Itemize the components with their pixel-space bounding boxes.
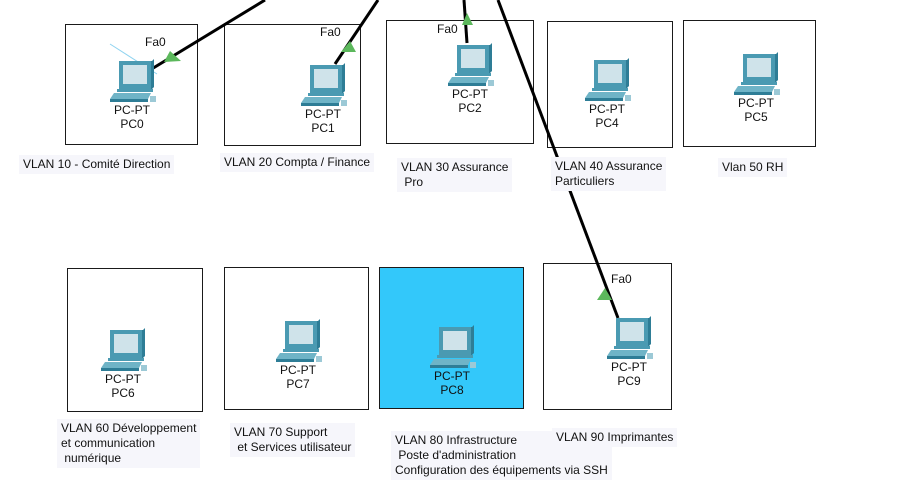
device-model: PC-PT: [611, 360, 647, 374]
port-label-pc2: Fa0: [437, 22, 458, 36]
device-name: PC7: [286, 377, 310, 391]
vlan-label-20[interactable]: VLAN 20 Compta / Finance: [220, 153, 375, 172]
device-pc1[interactable]: PC-PT PC1: [283, 61, 363, 135]
device-pc5[interactable]: PC-PT PC5: [716, 50, 796, 124]
pc-icon: [101, 328, 147, 371]
pc-icon: [430, 325, 476, 368]
link-up-icon-pc1: [341, 41, 356, 52]
device-model: PC-PT: [305, 107, 341, 121]
vlan-label-90[interactable]: VLAN 90 Imprimantes: [552, 428, 678, 447]
device-name: PC1: [311, 121, 335, 135]
vlan-label-50[interactable]: Vlan 50 RH: [718, 158, 788, 177]
pc-icon: [276, 319, 322, 362]
device-name: PC0: [120, 117, 144, 131]
vlan-label-40[interactable]: VLAN 40 Assurance Particuliers: [551, 157, 667, 191]
device-name: PC9: [617, 374, 641, 388]
device-name: PC2: [458, 101, 482, 115]
device-name: PC4: [595, 116, 619, 130]
pc-icon: [585, 58, 631, 101]
link-up-icon-pc9: [597, 288, 612, 300]
device-pc4[interactable]: PC-PT PC4: [567, 56, 647, 130]
vlan-label-30[interactable]: VLAN 30 Assurance Pro: [397, 158, 513, 192]
device-model: PC-PT: [589, 102, 625, 116]
area-vlan80-selected[interactable]: [379, 267, 524, 409]
link-up-icon-pc2: [462, 13, 473, 25]
device-model: PC-PT: [114, 103, 150, 117]
device-pc7[interactable]: PC-PT PC7: [258, 317, 338, 391]
device-pc2[interactable]: PC-PT PC2: [430, 41, 510, 115]
link-up-icon-pc0: [164, 51, 181, 62]
device-pc0[interactable]: PC-PT PC0: [92, 57, 172, 131]
device-pc8[interactable]: PC-PT PC8: [412, 323, 492, 397]
device-name: PC8: [440, 383, 464, 397]
port-label-pc0: Fa0: [145, 35, 166, 49]
device-pc6[interactable]: PC-PT PC6: [83, 326, 163, 400]
pc-icon: [607, 316, 653, 359]
device-name: PC5: [744, 110, 768, 124]
vlan-label-60[interactable]: VLAN 60 Développement et communication n…: [57, 419, 201, 468]
device-model: PC-PT: [280, 363, 316, 377]
vlan-label-10[interactable]: VLAN 10 - Comité Direction: [19, 155, 175, 174]
pc-icon: [448, 43, 494, 86]
port-label-pc1: Fa0: [320, 25, 341, 39]
device-name: PC6: [111, 386, 135, 400]
device-model: PC-PT: [738, 96, 774, 110]
device-model: PC-PT: [434, 369, 470, 383]
cable-pc1[interactable]: [333, 0, 380, 65]
vlan-label-70[interactable]: VLAN 70 Support et Services utilisateur: [230, 423, 356, 457]
pc-icon: [734, 52, 780, 95]
device-pc9[interactable]: PC-PT PC9: [589, 314, 669, 388]
device-model: PC-PT: [452, 87, 488, 101]
pc-icon: [301, 63, 347, 106]
port-label-pc9: Fa0: [611, 272, 632, 286]
pc-icon: [110, 59, 156, 102]
device-model: PC-PT: [105, 372, 141, 386]
